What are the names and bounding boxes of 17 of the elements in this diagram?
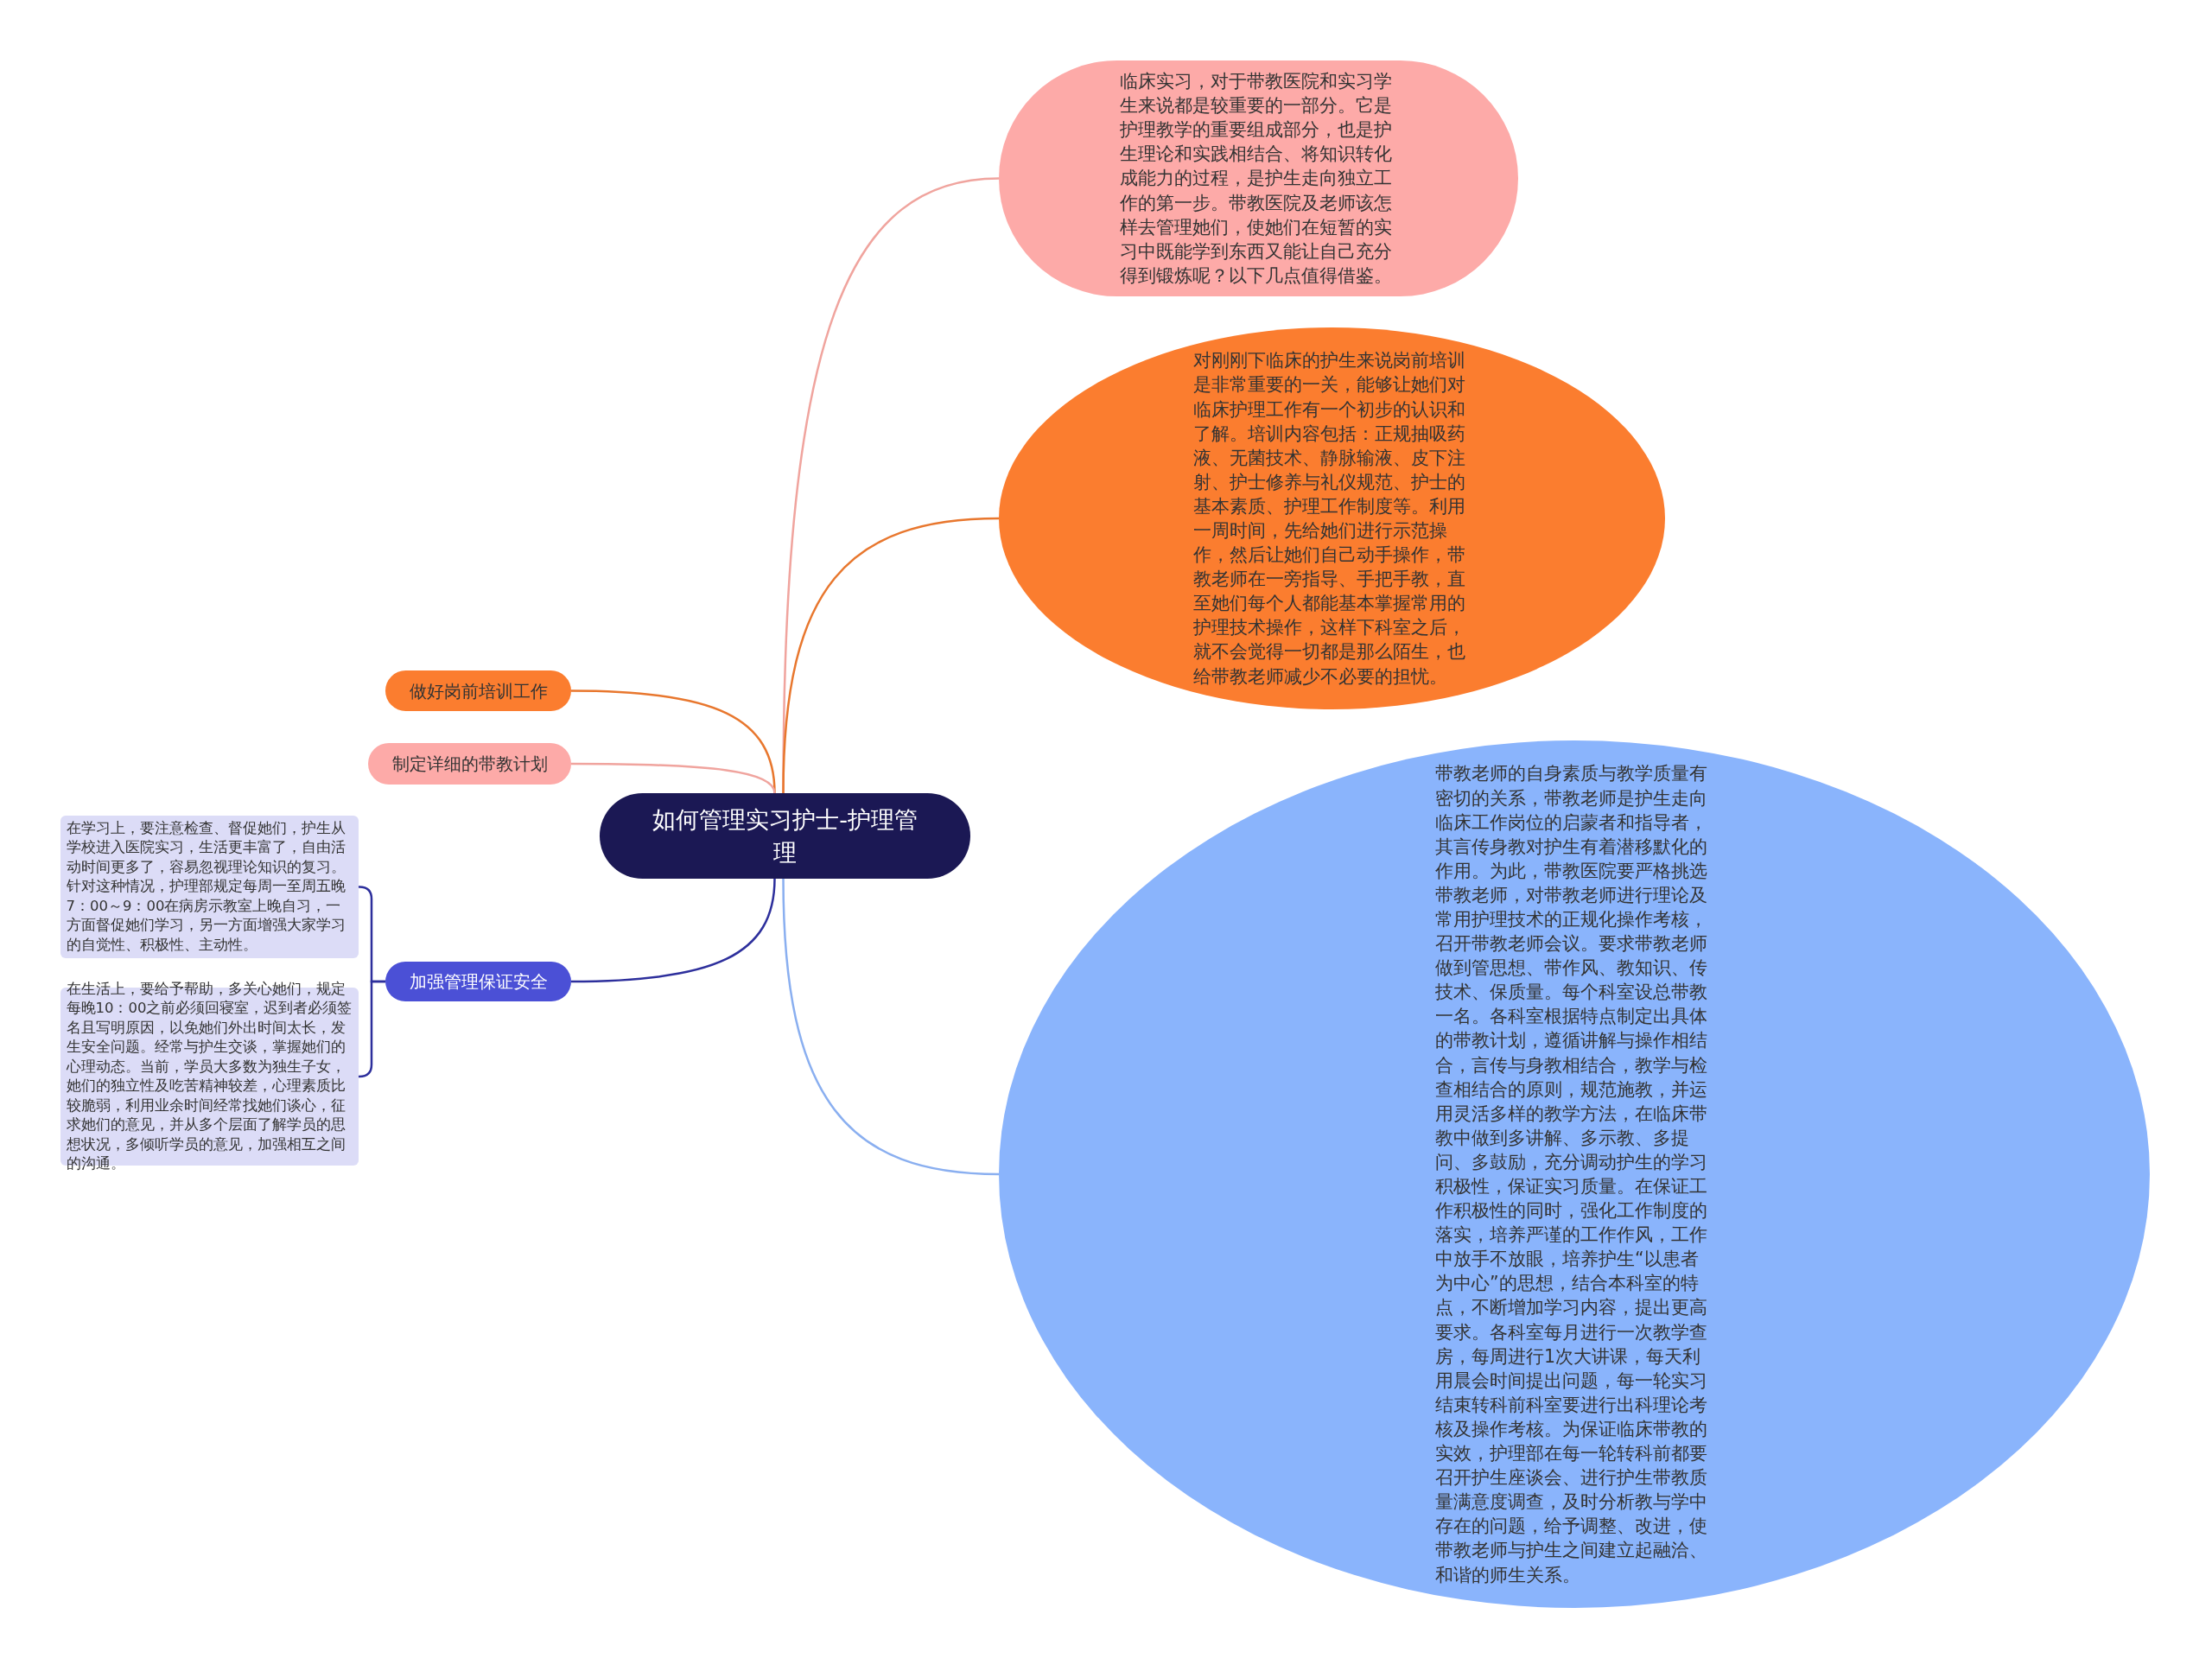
connector-line bbox=[571, 878, 776, 983]
topic-text: 做好岗前培训工作 bbox=[409, 679, 548, 702]
bubble-text: 临床实习，对于带教医院和实习学生来说都是较重要的一部分。它是护理教学的重要组成部分，也是护生理论和实践相结合、将知识转化成能力的过程，是护生走向独立工作的第一步。带教医院及老师该怎样去管理她们，使她们在短暂的实习中既能学到东西又能让自己充分得到锻炼呢？以下几点值得借鉴。 bbox=[1119, 70, 1393, 288]
note-text: 在生活上，要给予帮助，多关心她们，规定每晚10：00之前必须回寝室，迟到者必须签名且写明原因，以免她们外出时间太长，发生安全问题。经常与护生交谈，掌握她们的心理动态。当前，学员大多数为独生子女，她们的独立性及吃苦精神较差，心理素质比较脆弱，利用业余时间经常找她们谈心，征求她们的意见，并从多个层面了解学员的思想状况，多倾听学员的意见，加强相互之间的沟通。 bbox=[66, 979, 353, 1173]
bubble-text: 带教老师的自身素质与教学质量有密切的关系，带教老师是护生走向临床工作岗位的启蒙者和指导者，其言传身教对护生有着潜移默化的作用。为此，带教医院要严格挑选带教老师，对带教老师进行理论及常用护理技术的正规化操作考核，召开带教老师会议。要求带教老师做到管思想、带作风、教知识、传技术、保质量。每个科室设总带教一名。各科室根据特点制定出具体的带教计划，遵循讲解与操作相结合，言传与身教相结合，教学与检查相结合的原则，规范施教，并运用灵活多样的教学方法，在临床带教中做到多讲解、多示教、多提问、多鼓励，充分调动护生的学习积极性，保证实习质量。在保证工作积极性的同时，强化工作制度的落实，培养严谨的工作作风，工作中放手不放眼，培养护生“以患者为中心”的思想，结合本科室的特点，不断增加学习内容，提出更高要求。各科室每月进行一次教学查房，每周进行1次大讲课，每天利用晨会时间提出问题，每一轮实习结束转科前科室要进行出科理论考核及操作考核。为保证临床带教的实效，护理部在每一轮转科前都要召开护生座谈会、进行护生带教质量满意度调查，及时分析教与学中存在的问题，给予调整、改进，使带教老师与护生之间建立起融洽、和谐的师生关系。 bbox=[1435, 762, 1708, 1587]
bubble-text: 对刚刚下临床的护生来说岗前培训是非常重要的一关，能够让她们对临床护理工作有一个初步的认识和了解。培训内容包括：正规抽吸药液、无菌技术、静脉输液、皮下注射、护士修养与礼仪规范、护士的基本素质、护理工作制度等。利用一周时间，先给她们进行示范操作，然后让她们自己动手操作，带教老师在一旁指导、手把手教，直至她们每个人都能基本掌握常用的护理技术操作，这样下科室之后，就不会觉得一切都是那么陌生，也给带教老师减少不必要的担忧。 bbox=[1192, 349, 1466, 689]
topic-title: 如何管理实习护士-护理管理 bbox=[652, 804, 918, 867]
connector-line bbox=[571, 689, 776, 794]
connector-line bbox=[571, 762, 776, 794]
topic-pill bbox=[385, 670, 571, 711]
connector-line bbox=[782, 878, 1000, 1176]
topic-text: 加强管理保证安全 bbox=[409, 970, 548, 993]
note-text: 在学习上，要注意检查、督促她们，护生从学校进入医院实习，生活更丰富了，自由活动时间更多了，容易忽视理论知识的复习。针对这种情况，护理部规定每周一至周五晚7：00～9：00在病房示教室上晚自习，一方面督促她们学习，另一方面增强大家学习的自觉性、积极性、主动性。 bbox=[66, 818, 346, 955]
topic-pill bbox=[368, 743, 571, 785]
connector-line bbox=[782, 517, 1000, 794]
topic-text: 制定详细的带教计划 bbox=[391, 753, 548, 775]
topic-pill bbox=[385, 962, 571, 1001]
